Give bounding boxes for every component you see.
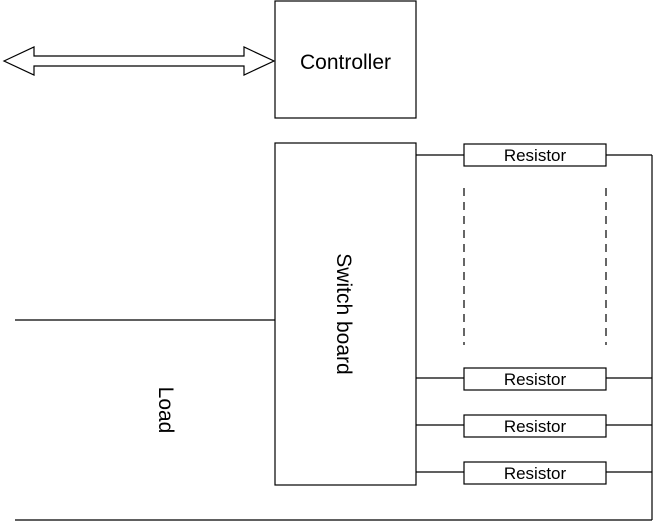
resistor-4: Resistor — [416, 461, 652, 485]
load-label: Load — [154, 387, 177, 434]
resistor-4-label: Resistor — [504, 464, 567, 483]
switch-board-box — [274, 142, 417, 486]
resistor-1: Resistor — [416, 143, 652, 167]
resistor-2-label: Resistor — [504, 370, 567, 389]
resistor-2-body — [463, 367, 607, 391]
resistor-2: Resistor — [416, 367, 652, 391]
bidirectional-arrow — [2, 46, 276, 76]
controller-label: Controller — [300, 51, 391, 74]
switch-board-label: Switch board — [332, 253, 355, 374]
resistor-3-body — [463, 414, 607, 438]
resistor-4-body — [463, 461, 607, 485]
resistor-3-label: Resistor — [504, 417, 567, 436]
resistor-1-label: Resistor — [504, 146, 567, 165]
resistor-3: Resistor — [416, 414, 652, 438]
controller-box — [274, 0, 417, 119]
